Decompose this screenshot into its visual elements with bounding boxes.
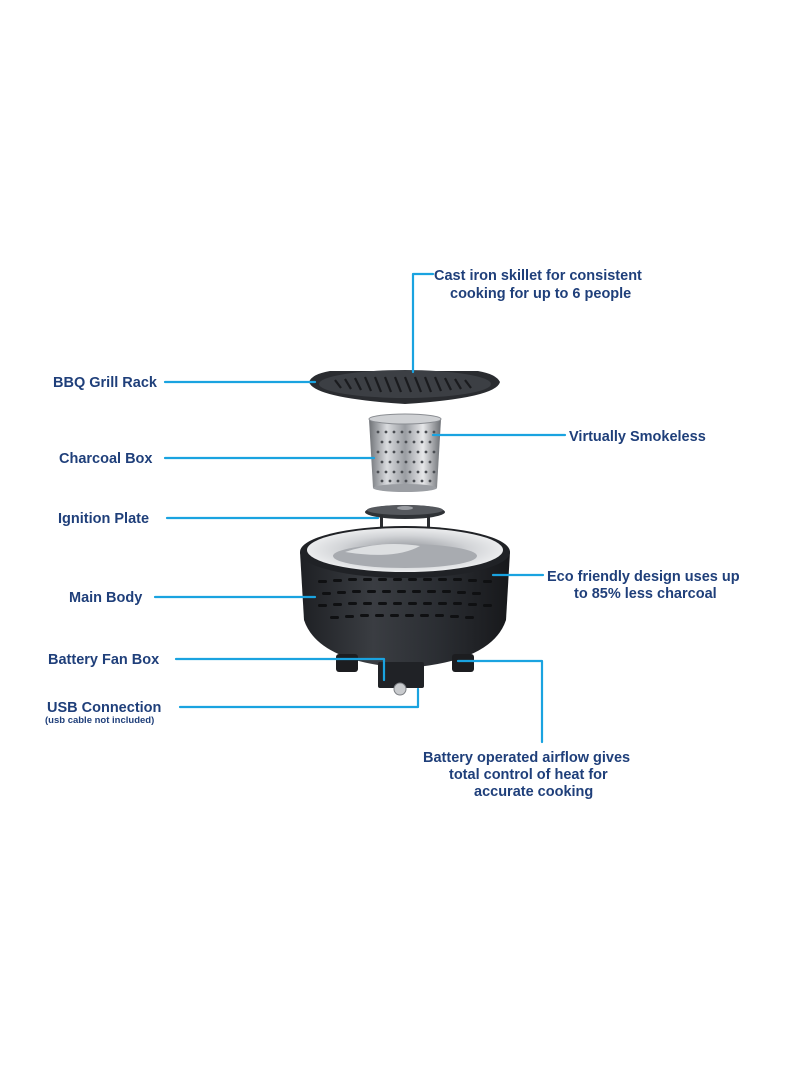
label-cast-iron-line2: cooking for up to 6 people [450, 286, 631, 302]
leader-lines [153, 272, 567, 744]
leader-airflow [456, 659, 544, 744]
label-smokeless: Virtually Smokeless [569, 429, 706, 445]
label-bbq-grill-rack: BBQ Grill Rack [53, 375, 158, 391]
leader-battery-fan-box [174, 657, 386, 682]
label-usb-connection: USB Connection [47, 700, 161, 716]
label-eco-line1: Eco friendly design uses up [547, 569, 740, 585]
label-battery-line2: total control of heat for [449, 767, 608, 783]
battery-fan-box-illustration [378, 662, 424, 696]
label-charcoal-box: Charcoal Box [59, 451, 152, 467]
label-cast-iron-line1: Cast iron skillet for consistent [434, 268, 642, 284]
charcoal-box-illustration [368, 413, 442, 492]
main-body-illustration [300, 526, 510, 672]
ignition-plate-illustration [365, 505, 445, 527]
label-battery-line1: Battery operated airflow gives [423, 750, 630, 766]
label-main-body: Main Body [69, 590, 142, 606]
label-battery-line3: accurate cooking [474, 784, 593, 800]
label-ignition-plate: Ignition Plate [58, 511, 149, 527]
label-eco-line2: to 85% less charcoal [574, 586, 717, 602]
leader-usb [178, 687, 420, 709]
label-battery-fan-box: Battery Fan Box [48, 652, 159, 668]
bbq-grill-rack-illustration [309, 370, 500, 404]
label-usb-note: (usb cable not included) [45, 715, 154, 726]
leader-cast-iron [411, 272, 435, 374]
